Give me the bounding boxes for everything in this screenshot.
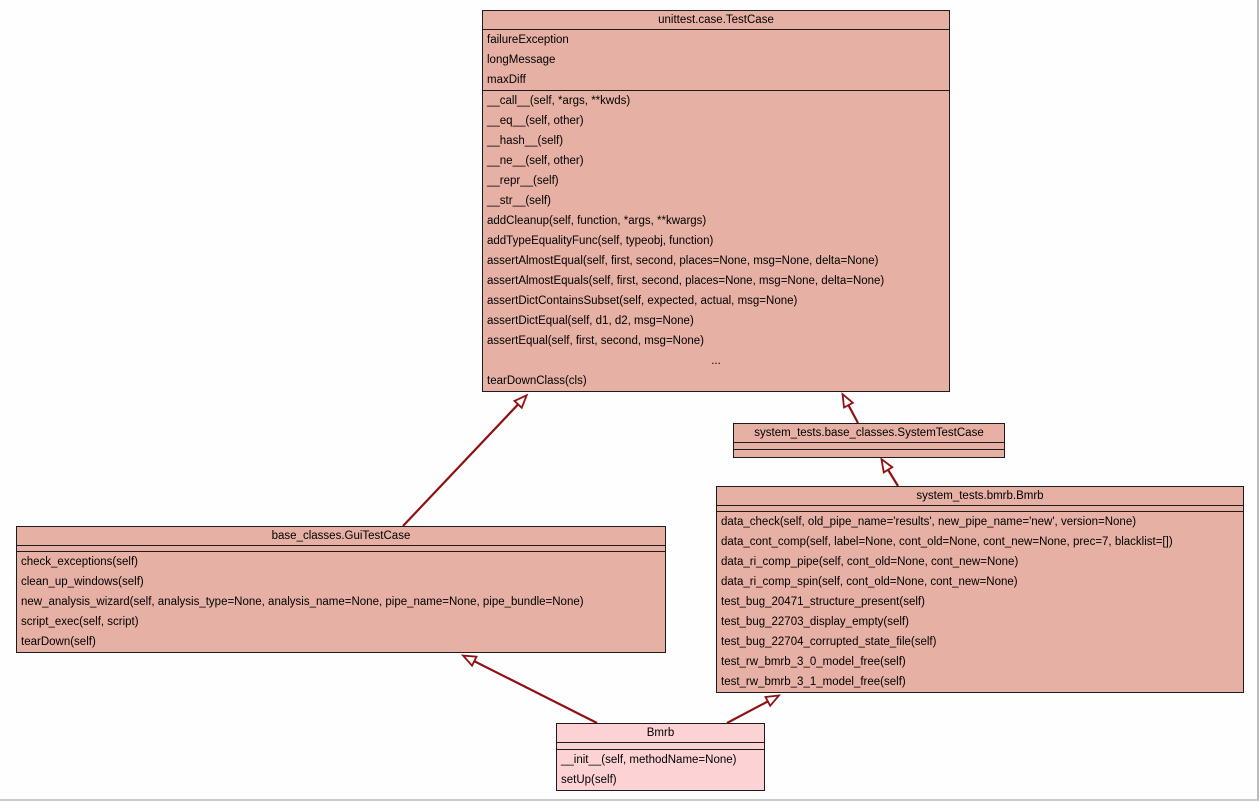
method-row: addTypeEqualityFunc(self, typeobj, funct…: [487, 235, 714, 247]
class-attributes-section: [557, 743, 764, 750]
class-methods-section: [734, 450, 1004, 457]
class-box-system-tests-bmrb-bmrb: system_tests.bmrb.Bmrb data_check(self, …: [716, 486, 1244, 693]
method-row: test_rw_bmrb_3_1_model_free(self): [721, 676, 906, 688]
method-row: addCleanup(self, function, *args, **kwar…: [487, 215, 707, 227]
method-row: __hash__(self): [487, 135, 564, 147]
class-title: base_classes.GuiTestCase: [17, 527, 665, 546]
method-row: new_analysis_wizard(self, analysis_type=…: [21, 596, 584, 608]
method-row: check_exceptions(self): [21, 556, 138, 568]
method-row: __ne__(self, other): [487, 155, 584, 167]
method-row: tearDown(self): [21, 636, 96, 648]
method-row: data_ri_comp_pipe(self, cont_old=None, c…: [721, 556, 1019, 568]
method-row: ...: [711, 355, 721, 367]
method-row: __init__(self, methodName=None): [561, 754, 737, 766]
attribute-row: longMessage: [487, 54, 556, 66]
class-attributes-section: [734, 443, 1004, 450]
method-row: assertEqual(self, first, second, msg=Non…: [487, 335, 704, 347]
class-attributes-section: [17, 546, 665, 552]
method-row: data_cont_comp(self, label=None, cont_ol…: [721, 536, 1173, 548]
method-row: assertAlmostEqual(self, first, second, p…: [487, 255, 879, 267]
method-row: __repr__(self): [487, 175, 559, 187]
inheritance-arrow-bmrb-to-bmrbfull: [726, 694, 782, 724]
class-methods-section: __call__(self, *args, **kwds) __eq__(self…: [483, 91, 949, 391]
class-title: unittest.case.TestCase: [483, 11, 949, 30]
method-row: test_rw_bmrb_3_0_model_free(self): [721, 656, 906, 668]
class-title: system_tests.bmrb.Bmrb: [717, 487, 1243, 506]
method-row: data_check(self, old_pipe_name='results'…: [721, 516, 1137, 528]
method-row: test_bug_20471_structure_present(self): [721, 596, 925, 608]
method-row: clean_up_windows(self): [21, 576, 144, 588]
method-row: __call__(self, *args, **kwds): [487, 95, 631, 107]
method-row: tearDownClass(cls): [487, 375, 587, 387]
class-box-bmrb: Bmrb __init__(self, methodName=None) setU…: [556, 723, 765, 791]
method-row: test_bug_22704_corrupted_state_file(self…: [721, 636, 937, 648]
method-row: assertDictEqual(self, d1, d2, msg=None): [487, 315, 694, 327]
method-row: script_exec(self, script): [21, 616, 139, 628]
inheritance-arrow-guitestcase-to-testcase: [402, 393, 529, 527]
class-methods-section: check_exceptions(self) clean_up_windows(s…: [17, 552, 665, 652]
method-row: assertAlmostEquals(self, first, second, …: [487, 275, 885, 287]
class-title: Bmrb: [557, 724, 764, 743]
method-row: __eq__(self, other): [487, 115, 584, 127]
method-row: data_ri_comp_spin(self, cont_old=None, c…: [721, 576, 1018, 588]
method-row: __str__(self): [487, 195, 551, 207]
method-row: assertDictContainsSubset(self, expected,…: [487, 295, 798, 307]
class-attributes-section: [717, 506, 1243, 512]
method-row: setUp(self): [561, 774, 617, 786]
inheritance-arrow-bmrbfull-to-systemtestcase: [880, 457, 899, 487]
class-methods-section: data_check(self, old_pipe_name='results'…: [717, 512, 1243, 692]
attribute-row: failureException: [487, 34, 569, 46]
class-title: system_tests.base_classes.SystemTestCase: [734, 424, 1004, 443]
class-attributes-section: failureException longMessage maxDiff: [483, 30, 949, 91]
method-row: test_bug_22703_display_empty(self): [721, 616, 909, 628]
inheritance-arrow-systemtestcase-to-testcase: [841, 391, 859, 424]
class-box-system-tests-base-classes-systemtestcase: system_tests.base_classes.SystemTestCase: [733, 423, 1005, 458]
inheritance-arrow-bmrb-to-guitestcase: [460, 654, 598, 724]
class-box-base-classes-guitestcase: base_classes.GuiTestCase check_exception…: [16, 526, 666, 653]
attribute-row: maxDiff: [487, 74, 526, 86]
class-methods-section: __init__(self, methodName=None) setUp(sel…: [557, 750, 764, 790]
class-box-unittest-case-testcase: unittest.case.TestCase failureException l…: [482, 10, 950, 392]
